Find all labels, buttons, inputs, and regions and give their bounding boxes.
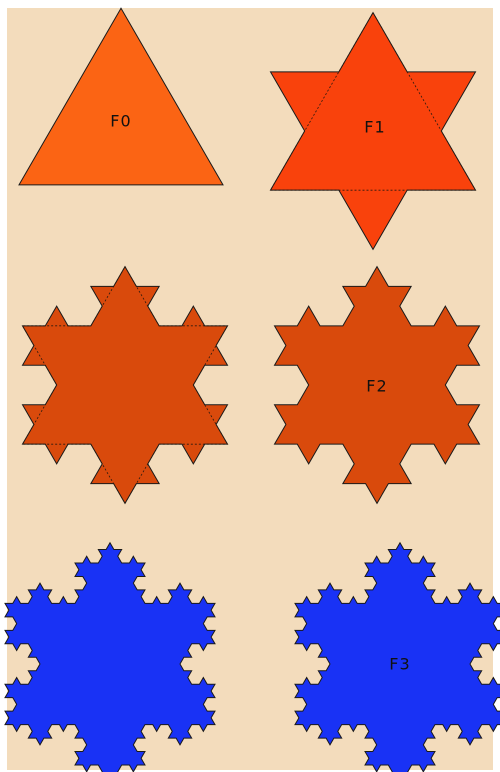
f3-label: F3: [389, 655, 410, 674]
f2-label: F2: [366, 377, 387, 396]
f1-label: F1: [364, 118, 385, 137]
f0-label: F0: [110, 112, 131, 131]
